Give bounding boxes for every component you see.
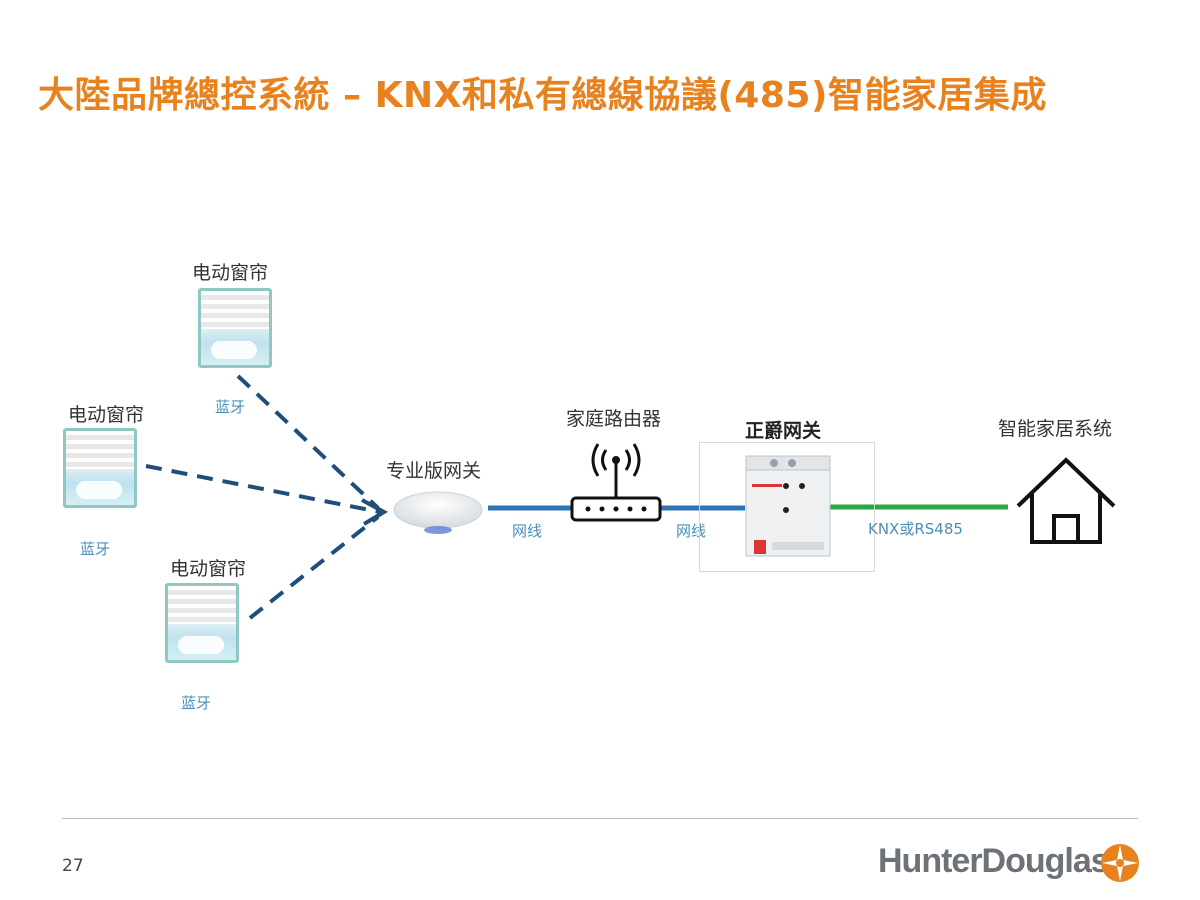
curtain-bottom-link: 蓝牙	[181, 694, 212, 712]
curtain-left-link: 蓝牙	[80, 540, 111, 558]
house-icon	[1016, 457, 1116, 544]
bluetooth-line-left	[145, 464, 381, 514]
jazz-gateway-icon	[745, 455, 831, 557]
pro-gateway-label: 专业版网关	[386, 460, 482, 482]
bluetooth-line-bottom	[248, 515, 380, 620]
link-gateway-router: 网线	[512, 522, 543, 540]
footer-divider	[62, 818, 1138, 819]
hunter-douglas-star-icon	[1101, 844, 1139, 882]
jazz-gateway-frame	[699, 442, 875, 572]
page-number: 27	[62, 856, 84, 876]
link-router-jazz: 网线	[676, 522, 707, 540]
curtain-bottom-label: 电动窗帘	[170, 558, 247, 580]
curtain-top-icon	[198, 288, 272, 368]
hunter-douglas-logo: HunterDouglas	[878, 842, 1110, 880]
bluetooth-line-top	[236, 374, 380, 510]
curtain-left-label: 电动窗帘	[68, 404, 145, 426]
link-jazz-home: KNX或RS485	[868, 520, 963, 538]
curtain-left-icon	[63, 428, 137, 508]
pro-gateway-icon	[393, 491, 483, 534]
curtain-bottom-icon	[165, 583, 239, 663]
router-icon	[570, 443, 662, 522]
jazz-gateway-label: 正爵网关	[745, 420, 822, 442]
curtain-top-link: 蓝牙	[215, 398, 246, 416]
curtain-top-label: 电动窗帘	[192, 262, 269, 284]
smart-home-label: 智能家居系统	[998, 418, 1113, 440]
router-label: 家庭路由器	[566, 408, 662, 430]
arrow-head	[361, 498, 389, 526]
slide-title: 大陸品牌總控系統 – KNX和私有總線協議(485)智能家居集成	[38, 75, 1047, 116]
